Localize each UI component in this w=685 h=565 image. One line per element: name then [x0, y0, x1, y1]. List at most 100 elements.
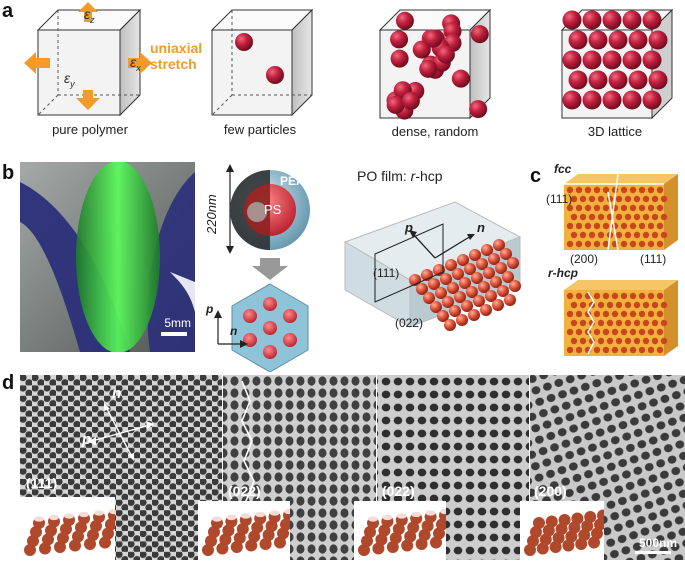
particle	[545, 515, 558, 528]
particle	[647, 328, 655, 336]
particle	[470, 25, 489, 44]
particle	[633, 231, 641, 239]
particle	[642, 90, 662, 110]
panel-a-cubes	[24, 2, 674, 120]
particle	[606, 319, 614, 327]
particle	[570, 301, 578, 309]
particle	[638, 186, 646, 194]
particle	[615, 231, 623, 239]
particle	[597, 195, 605, 203]
particle	[656, 240, 664, 248]
particle	[620, 292, 628, 300]
particle	[638, 346, 646, 354]
particle	[647, 310, 655, 318]
particle	[611, 328, 619, 336]
strain-label-x: εx	[130, 54, 141, 73]
particle	[457, 254, 469, 266]
particle	[500, 248, 512, 260]
particle	[386, 95, 405, 114]
particle	[575, 310, 583, 318]
particle	[656, 186, 664, 194]
particle	[615, 319, 623, 327]
particle	[566, 222, 574, 230]
particle	[412, 40, 431, 59]
particle	[620, 240, 628, 248]
particle	[461, 300, 473, 312]
particle	[575, 328, 583, 336]
particle	[469, 100, 488, 119]
particle	[483, 267, 495, 279]
particle	[476, 258, 488, 270]
particle	[575, 240, 583, 248]
film-photo-drawing	[20, 162, 195, 352]
particle	[602, 10, 622, 30]
particle	[452, 268, 464, 280]
film-plane-022: (022)	[395, 316, 424, 330]
particle	[555, 523, 568, 535]
particle	[620, 310, 628, 318]
particle	[401, 91, 420, 110]
particle	[651, 213, 659, 221]
particle	[629, 346, 637, 354]
particle	[608, 30, 628, 50]
particle	[372, 542, 385, 555]
particle	[570, 337, 578, 345]
particle	[581, 520, 594, 532]
particle	[656, 328, 664, 336]
micro-axis-p: p	[82, 431, 92, 448]
particle	[562, 10, 582, 30]
core-shell-schematic: 220nm PEA PS	[200, 162, 330, 373]
particle	[454, 291, 466, 303]
particle	[418, 529, 431, 541]
film-plane-111: (111)	[373, 266, 400, 280]
cube-dense-random	[378, 8, 492, 120]
particle	[575, 346, 583, 354]
particle	[597, 337, 605, 345]
particle	[236, 523, 249, 535]
particle	[642, 10, 662, 30]
particle	[660, 319, 668, 327]
particle	[624, 231, 632, 239]
particle	[647, 292, 655, 300]
particle	[423, 292, 435, 304]
particle	[593, 186, 601, 194]
particle	[642, 50, 662, 70]
particle	[660, 301, 668, 309]
particle	[401, 539, 414, 552]
particle	[497, 285, 509, 297]
particle-cap	[240, 513, 251, 519]
particle	[570, 195, 578, 203]
cube-3d-lattice	[560, 8, 674, 120]
particle	[579, 301, 587, 309]
particle	[471, 272, 483, 284]
particle	[638, 204, 646, 212]
particle	[593, 222, 601, 230]
particle	[602, 240, 610, 248]
particle	[442, 296, 454, 308]
particle	[638, 240, 646, 248]
hex-axis: p n	[206, 300, 250, 350]
photo-scale-label: 5mm	[164, 316, 191, 330]
cube-few-particles	[210, 8, 314, 117]
arrow-right-icon	[128, 52, 152, 74]
particle	[440, 273, 452, 285]
fcc-plane-m111: (111)	[640, 252, 667, 266]
particle	[629, 292, 637, 300]
particle	[647, 346, 655, 354]
particle	[219, 533, 232, 546]
particle	[656, 346, 664, 354]
particle	[459, 277, 471, 289]
particle	[597, 301, 605, 309]
particle	[602, 204, 610, 212]
shell-label: PEA	[280, 174, 305, 188]
particle	[597, 213, 605, 221]
panel-c: fcc (111) (200) (111) r-hcp	[546, 162, 685, 372]
particle	[533, 517, 545, 529]
particle	[386, 541, 399, 553]
size-label: 220nm	[204, 194, 219, 234]
particle-cap	[79, 511, 89, 518]
particle	[615, 213, 623, 221]
particle	[584, 511, 597, 523]
strain-label-z: εz	[84, 6, 95, 25]
particle	[478, 281, 490, 293]
